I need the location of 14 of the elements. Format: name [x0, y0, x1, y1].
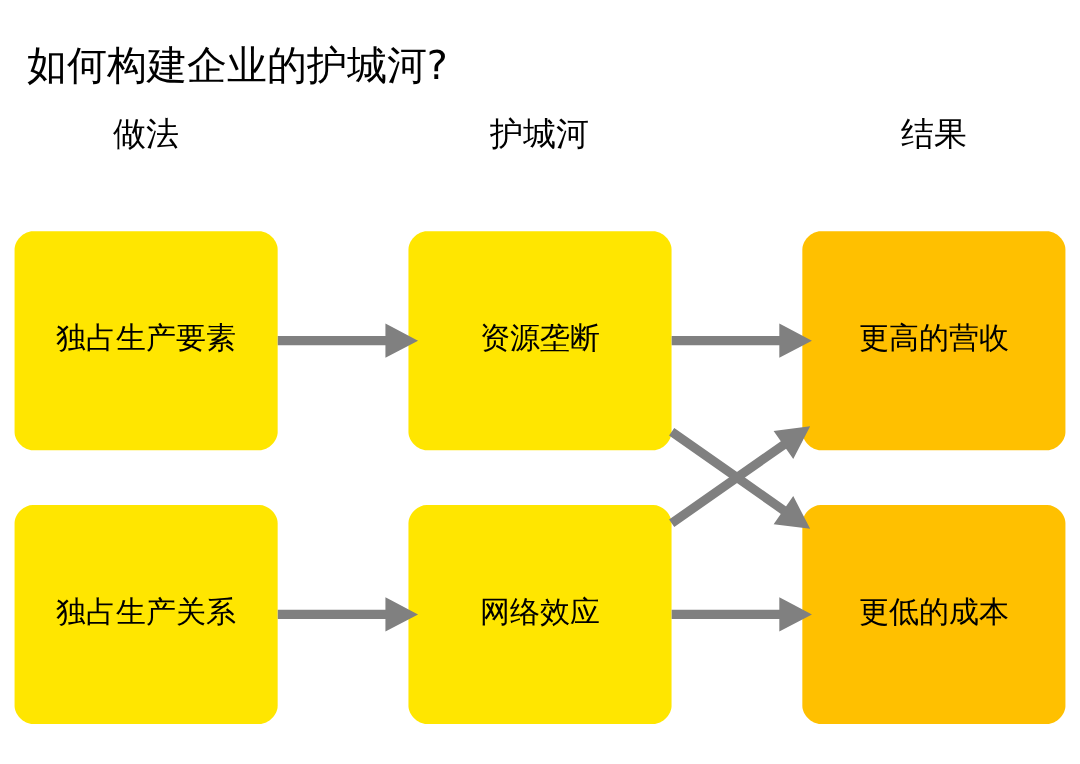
- label: 结果: [900, 113, 967, 153]
- node-box: 更低的成本: [802, 504, 1066, 724]
- arrow: [671, 323, 812, 358]
- node-box: 网络效应: [408, 504, 672, 724]
- arrow: [277, 323, 419, 358]
- arrow: [671, 596, 812, 632]
- node-box: 资源垄断: [408, 230, 672, 450]
- label: 护城河: [490, 113, 590, 153]
- node-box: 独占生产关系: [14, 504, 278, 724]
- label: 做法: [113, 113, 180, 153]
- arrow: [277, 596, 419, 632]
- node-box: 更高的营收: [802, 230, 1066, 450]
- diagram-title: 如何构建企业的护城河?: [26, 41, 448, 88]
- node-box: 独占生产要素: [14, 230, 278, 450]
